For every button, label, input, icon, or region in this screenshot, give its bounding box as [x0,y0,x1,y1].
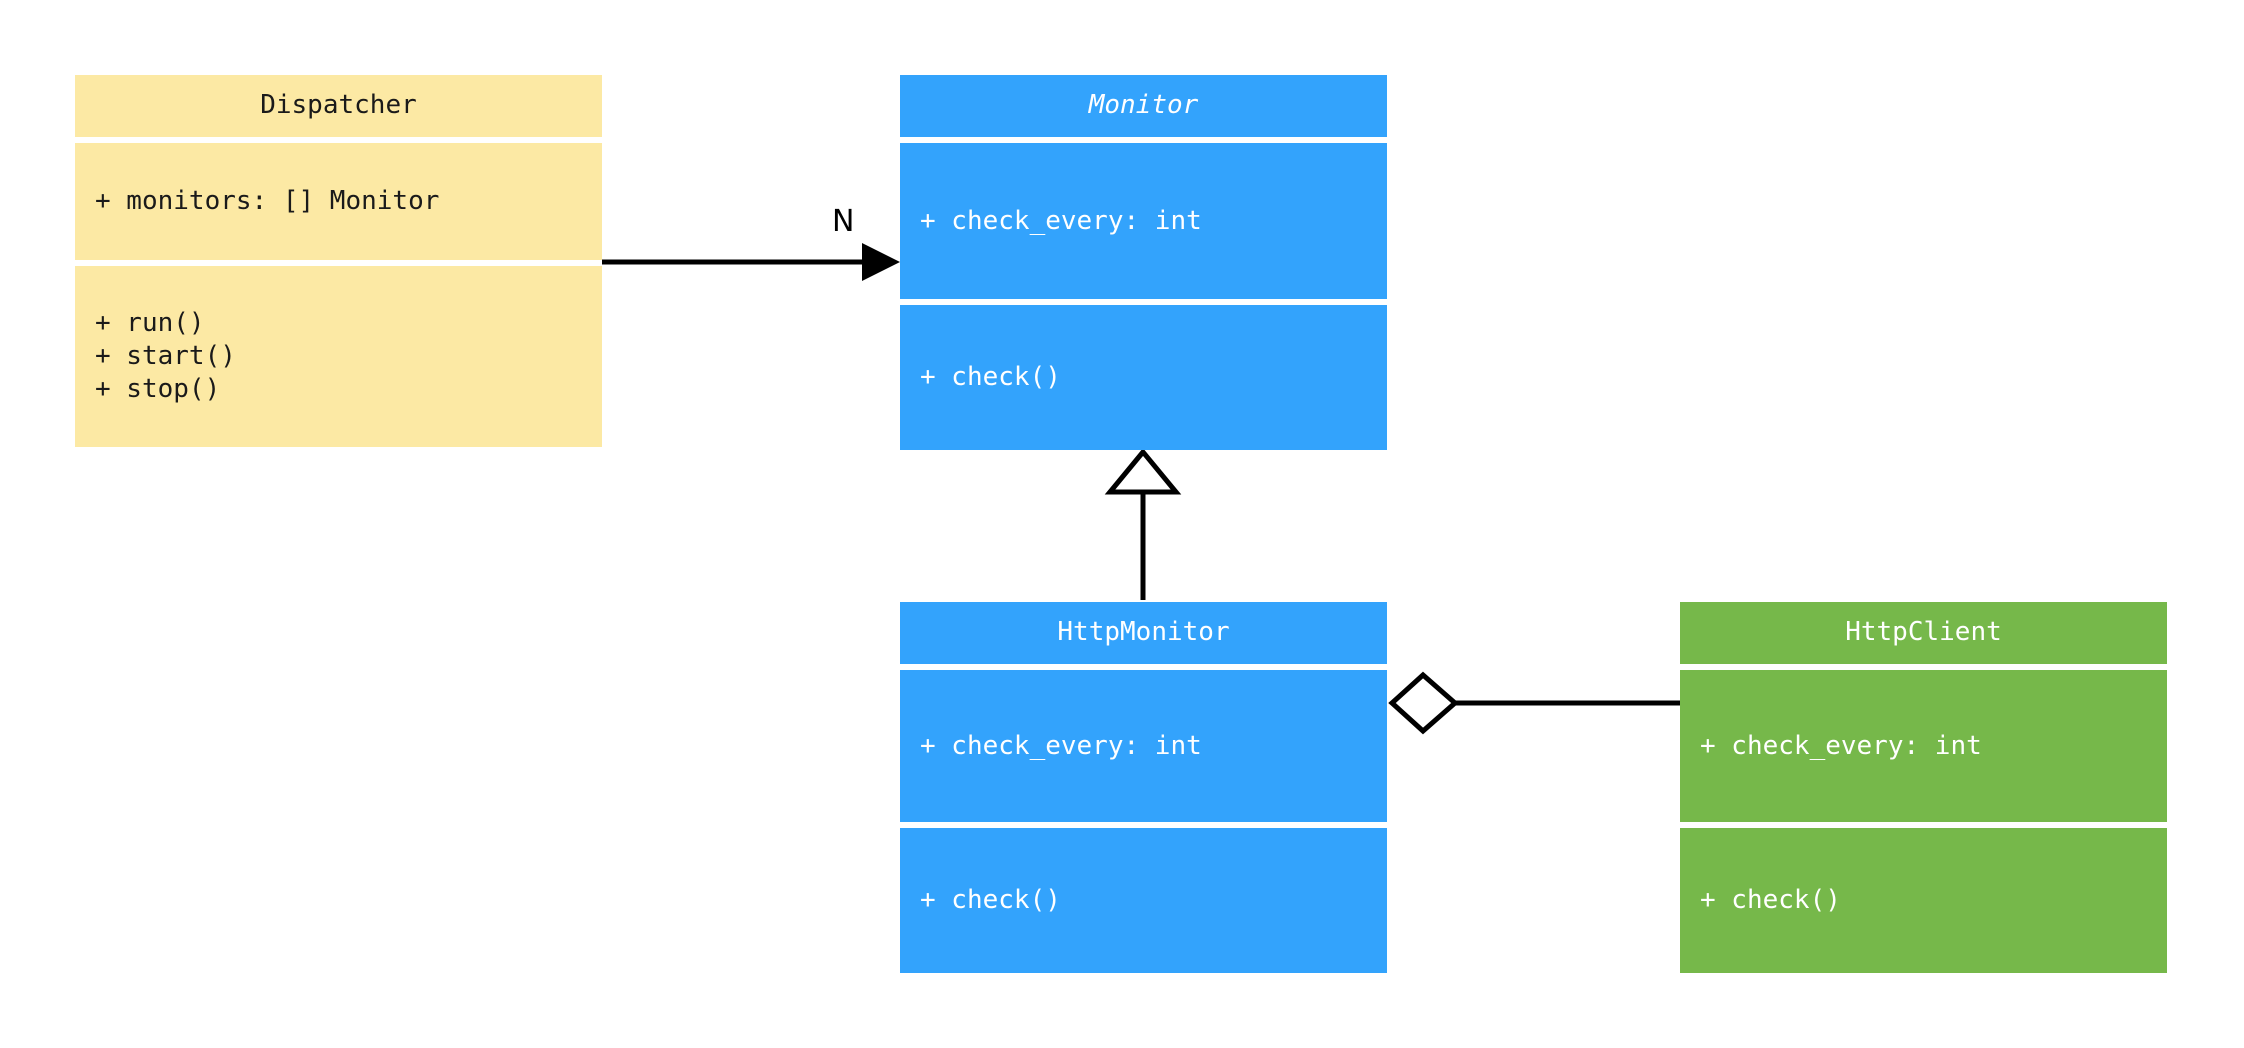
class-title-compartment-monitor: Monitor [900,75,1387,137]
compartment-divider [75,137,602,143]
relationship-generalization-httpmonitor-monitor [1104,448,1182,600]
class-attributes-compartment-http-client: + check_every: int [1680,670,2167,822]
class-attribute: + check_every: int [920,730,1202,761]
class-method: + run() [95,308,205,338]
class-method: + check() [1700,885,1841,915]
class-name-dispatcher: Dispatcher [260,90,417,121]
relationship-association-dispatcher-monitor [602,243,900,281]
class-box-dispatcher[interactable]: Dispatcher + monitors: [] Monitor + run(… [75,75,602,447]
class-method: + start() [95,341,236,371]
compartment-divider [900,664,1387,670]
class-attribute: + monitors: [] Monitor [95,186,440,216]
class-title-compartment-dispatcher: Dispatcher [75,75,602,137]
compartment-divider [900,299,1387,305]
class-box-http-monitor[interactable]: HttpMonitor + check_every: int + check() [900,602,1387,973]
class-name-monitor: Monitor [1088,90,1199,121]
class-methods-compartment-dispatcher: + run() + start() + stop() [75,266,602,447]
compartment-divider [900,822,1387,828]
class-attribute: + check_every: int [1700,730,1982,761]
class-methods-compartment-monitor: + check() [900,305,1387,450]
class-name-http-monitor: HttpMonitor [1057,617,1230,648]
compartment-divider [75,260,602,266]
class-attributes-compartment-dispatcher: + monitors: [] Monitor [75,143,602,260]
relationship-aggregation-httpmonitor-httpclient [1388,671,1680,735]
class-name-http-client: HttpClient [1845,617,2002,648]
class-method: + stop() [95,374,221,404]
association-multiplicity-label: N [832,204,855,239]
class-methods-compartment-http-monitor: + check() [900,828,1387,973]
compartment-divider [900,137,1387,143]
class-attributes-compartment-monitor: + check_every: int [900,143,1387,299]
class-method: + check() [920,362,1061,392]
class-box-monitor[interactable]: Monitor + check_every: int + check() [900,75,1387,450]
class-attributes-compartment-http-monitor: + check_every: int [900,670,1387,822]
compartment-divider [1680,822,2167,828]
class-method: + check() [920,885,1061,915]
compartment-divider [1680,664,2167,670]
class-title-compartment-http-monitor: HttpMonitor [900,602,1387,664]
class-box-http-client[interactable]: HttpClient + check_every: int + check() [1680,602,2167,973]
class-attribute: + check_every: int [920,205,1202,236]
class-title-compartment-http-client: HttpClient [1680,602,2167,664]
class-methods-compartment-http-client: + check() [1680,828,2167,973]
